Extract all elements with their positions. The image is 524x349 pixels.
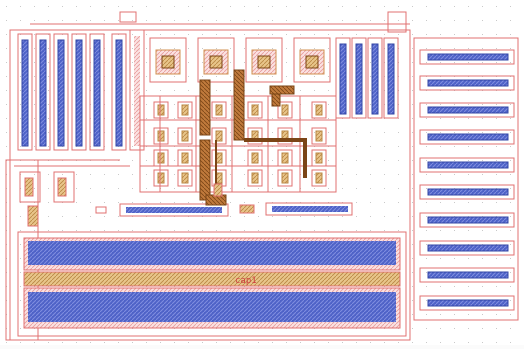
right-stripe-frame [419, 49, 515, 65]
transistor-icon [157, 130, 165, 142]
left-stripe-array [17, 29, 145, 151]
pad-frame [245, 37, 283, 83]
right-stripe [427, 106, 509, 114]
cap-label: cap1 [235, 276, 257, 286]
right-array-frame [413, 37, 519, 321]
left-stripe [93, 39, 101, 147]
transistor-icon [251, 152, 259, 164]
right-stripe-frame [419, 212, 515, 228]
transistor-cell [247, 127, 263, 145]
pad-via [257, 55, 271, 69]
pad-via [161, 55, 175, 69]
pad-frame [293, 37, 331, 83]
right-stripe-frame [419, 75, 515, 91]
transistor-cell [153, 101, 169, 119]
transistor-icon [157, 104, 165, 116]
transistor-icon [315, 152, 323, 164]
left-stripe-frame [111, 33, 127, 151]
top-pad-row [149, 37, 331, 83]
mid-stripe [339, 43, 347, 115]
right-stripe [427, 133, 509, 141]
left-stripe-frame [71, 33, 87, 151]
left-stripe [39, 39, 47, 147]
transistor-icon [215, 104, 223, 116]
mid-stripe-frame [351, 37, 367, 119]
transistor-icon [157, 172, 165, 184]
left-stripe-frame [53, 33, 69, 151]
right-stripe [427, 53, 509, 61]
right-stripe-frame [419, 102, 515, 118]
transistor-icon [181, 104, 189, 116]
transistor-cell [311, 169, 327, 187]
transistor-icon [215, 130, 223, 142]
left-stripe [134, 36, 140, 146]
bottom-capacitor: cap1 [17, 231, 407, 337]
right-stripe-frame [419, 240, 515, 256]
transistor-icon [157, 152, 165, 164]
pad-via [209, 55, 223, 69]
right-stripe-frame [419, 267, 515, 283]
mid-stripe-frame [367, 37, 383, 119]
mid-stripe [355, 43, 363, 115]
transistor-cell [177, 127, 193, 145]
transistor-cell [277, 127, 293, 145]
right-stripe [427, 244, 509, 252]
left-stripe-frame [89, 33, 105, 151]
mid-stripe-frame [335, 37, 351, 119]
transistor-icon [251, 172, 259, 184]
transistor-cell [277, 169, 293, 187]
transistor-cell [277, 101, 293, 119]
mid-stripe [387, 43, 395, 115]
right-stripe [427, 79, 509, 87]
left-stripe-frame [17, 33, 33, 151]
transistor-icon [315, 172, 323, 184]
left-stripe-frame [129, 29, 145, 151]
right-stripe [427, 271, 509, 279]
mid-stripe [371, 43, 379, 115]
transistor-icon [281, 104, 289, 116]
transistor-icon [181, 130, 189, 142]
right-stripe [427, 299, 509, 307]
transistor-cell [247, 169, 263, 187]
via-routing [199, 69, 307, 206]
transistor-icon [315, 130, 323, 142]
transistor-cell [177, 169, 193, 187]
transistor-cell [211, 101, 227, 119]
left-stripe [21, 39, 29, 147]
transistor-icon [281, 172, 289, 184]
transistor-cell [311, 127, 327, 145]
left-transistors [14, 159, 130, 227]
right-stripe [427, 161, 509, 169]
left-stripe [115, 39, 123, 147]
transistor-cell [311, 101, 327, 119]
pad-via [305, 55, 319, 69]
transistor-icon [181, 152, 189, 164]
right-stripe-array [413, 37, 519, 321]
mid-stripe-array [335, 37, 399, 119]
transistor-cell [153, 127, 169, 145]
transistor-icon [251, 104, 259, 116]
pad-frame [197, 37, 235, 83]
left-stripe-frame [35, 33, 51, 151]
right-stripe-frame [419, 184, 515, 200]
transistor-icon [315, 104, 323, 116]
pad-frame [149, 37, 187, 83]
right-stripe [427, 216, 509, 224]
left-stripe [57, 39, 65, 147]
transistor-icon [181, 172, 189, 184]
right-stripe-frame [419, 157, 515, 173]
transistor-cell [153, 169, 169, 187]
transistor-cell [211, 127, 227, 145]
right-stripe-frame [419, 295, 515, 311]
mid-stripe-frame [383, 37, 399, 119]
horizontal-bars [95, 202, 353, 217]
right-stripe-frame [419, 129, 515, 145]
left-stripe [75, 39, 83, 147]
transistor-cell [247, 101, 263, 119]
transistor-icon [281, 152, 289, 164]
transistor-cell [177, 101, 193, 119]
right-stripe [427, 188, 509, 196]
